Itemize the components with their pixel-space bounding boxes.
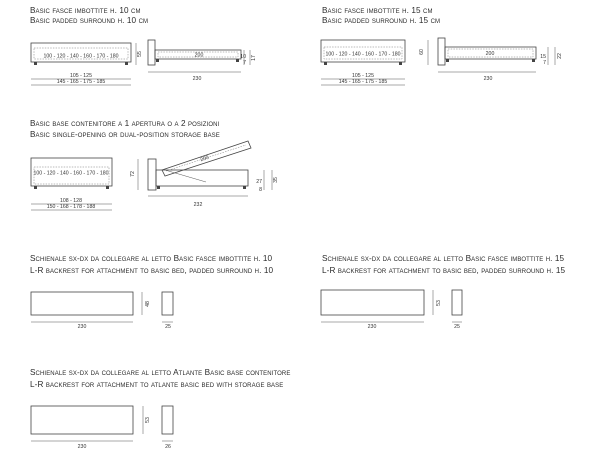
s3-bottom-line1: 108 - 128 — [60, 198, 82, 204]
s2-front-dimensions: 105 - 125 145 - 165 - 175 - 185 — [321, 73, 405, 86]
s5-width: 230 — [368, 324, 377, 330]
s3-inner-widths: 100 - 120 - 140 - 160 - 170 - 180 — [34, 171, 109, 177]
s6-width: 230 — [78, 444, 87, 450]
s2-side-view: 200 230 60 15 7 22 — [419, 37, 563, 82]
s2-height-back: 60 — [419, 49, 425, 55]
s1-bottom-line1: 105 - 125 — [70, 73, 92, 79]
s2-title-it: Basic fasce imbottite h. 15 cm — [322, 6, 433, 15]
s1-height-bed1: 10 — [240, 54, 246, 60]
s1-title-en: Basic padded surround h. 10 cm — [30, 16, 149, 25]
s5-title-it: Schienale sx-dx da collegare al letto Ba… — [322, 254, 565, 263]
s1-front-dimensions: 105 - 125 145 - 165 - 175 - 185 — [31, 73, 131, 86]
s2-inner-widths: 100 - 120 - 140 - 160 - 170 - 180 — [326, 52, 401, 58]
s3-height-bed2: 8 — [259, 187, 262, 193]
s1-height-back: 55 — [137, 51, 143, 57]
s2-height-bed3: 22 — [557, 53, 563, 59]
s3-front-view: 100 - 120 - 140 - 160 - 170 - 180 — [30, 157, 113, 189]
s6-title-it: Schienale sx-dx da collegare al letto At… — [30, 368, 291, 377]
s6-height: 53 — [145, 417, 151, 423]
s1-inner-widths: 100 - 120 - 140 - 160 - 170 - 180 — [44, 54, 119, 60]
s1-title-it: Basic fasce imbottite h. 10 cm — [30, 6, 141, 15]
s5-depth: 25 — [454, 324, 460, 330]
s4-depth: 25 — [165, 324, 171, 330]
s1-bottom-line2: 145 - 165 - 175 - 185 — [57, 79, 106, 85]
s4-backrest: 230 48 25 — [30, 291, 174, 330]
s2-title-en: Basic padded surround h. 15 cm — [322, 16, 441, 25]
s3-height-bed3: 35 — [273, 177, 279, 183]
s6-depth: 26 — [165, 444, 171, 450]
s4-title-it: Schienale sx-dx da collegare al letto Ba… — [30, 254, 273, 263]
s3-front-dimensions: 108 - 128 150 - 168 - 178 - 188 — [31, 198, 112, 211]
s2-front-view: 100 - 120 - 140 - 160 - 170 - 180 — [320, 39, 406, 65]
s5-height: 53 — [436, 300, 442, 306]
s4-title-en: L-R backrest for attachment to basic bed… — [30, 266, 274, 275]
s3-height-bed1: 27 — [256, 179, 262, 185]
s2-bottom-line2: 145 - 165 - 175 - 185 — [339, 79, 388, 85]
s1-side-inner: 200 — [195, 53, 204, 59]
s6-title-en: L-R backrest for attachment to atlante b… — [30, 380, 284, 389]
s2-height-bed2: 7 — [543, 60, 546, 66]
s3-side-view: 200 232 72 27 8 35 — [130, 140, 279, 208]
s1-height-bed2: 7 — [243, 60, 246, 66]
s2-bottom-line1: 105 - 125 — [352, 73, 374, 79]
s3-title-en: Basic single-opening or dual-position st… — [30, 130, 220, 139]
s2-side-inner: 200 — [486, 51, 495, 57]
s3-height-back: 72 — [130, 171, 136, 177]
s6-backrest: 230 53 26 — [30, 405, 174, 450]
s3-title-it: Basic base contenitore a 1 apertura o a … — [30, 119, 220, 128]
s5-title-en: L-R backrest for attachment to basic bed… — [322, 266, 566, 275]
s4-width: 230 — [78, 324, 87, 330]
s1-height-bed3: 17 — [251, 55, 257, 61]
s5-backrest: 230 53 25 — [320, 289, 463, 330]
s3-side-inner: 200 — [200, 155, 210, 164]
s4-height: 48 — [145, 301, 151, 307]
s3-side-total: 232 — [194, 202, 203, 208]
s3-bottom-line2: 150 - 168 - 178 - 188 — [47, 204, 96, 210]
s2-height-bed1: 15 — [540, 54, 546, 60]
s1-side-total: 230 — [193, 76, 202, 82]
s1-side-view: 200 230 55 10 7 17 — [135, 39, 257, 82]
s2-side-total: 230 — [484, 76, 493, 82]
s1-front-view: 100 - 120 - 140 - 160 - 170 - 180 — [30, 42, 132, 65]
